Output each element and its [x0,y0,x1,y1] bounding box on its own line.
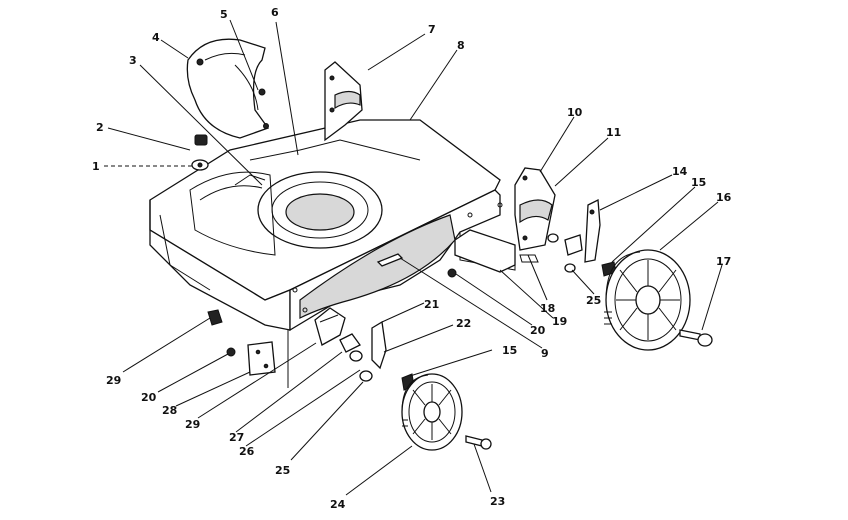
mower-deck [149,119,516,332]
callout-23: 23 [490,495,505,508]
callout-24: 24 [330,498,346,511]
callout-29-b: 29 [185,418,200,431]
callout-25-rear: 25 [586,294,601,307]
rear-wheel [604,249,691,351]
callout-28: 28 [162,404,177,417]
callout-11: 11 [606,126,621,139]
front-wheel [401,373,463,451]
callout-15-rear: 15 [691,176,706,189]
front-axle-bolt [465,435,492,450]
callout-2: 2 [96,121,104,134]
front-height-adjust-parts [207,307,415,391]
callout-3: 3 [129,54,137,67]
callout-25-front: 25 [275,464,290,477]
callout-22: 22 [456,317,471,330]
callout-4: 4 [152,31,160,44]
callout-9: 9 [541,347,549,360]
knob-and-washer [191,134,209,171]
rear-baffle-bracket [454,229,516,273]
callout-14: 14 [672,165,688,178]
callout-6: 6 [271,6,279,19]
callout-1: 1 [92,160,100,173]
rear-right-height-bracket [514,167,556,251]
callout-29-a: 29 [106,374,121,387]
rear-axle-bolt [679,329,713,347]
callout-16: 16 [716,191,732,204]
callout-15-front: 15 [502,344,517,357]
callout-7: 7 [428,23,436,36]
callout-20-rear: 20 [530,324,546,337]
callout-26: 26 [239,445,255,458]
leader-lines [104,19,723,496]
callout-27: 27 [229,431,244,444]
callout-10: 10 [567,106,583,119]
rear-lever-arm [584,198,601,263]
callout-19: 19 [552,315,567,328]
rear-height-adjust-bracket [324,61,363,142]
callout-18: 18 [540,302,555,315]
callout-17: 17 [716,255,731,268]
callout-5: 5 [220,8,228,21]
callout-labels: 1 2 3 4 5 6 7 8 10 11 14 15 16 17 18 25 … [92,6,732,511]
callout-21: 21 [424,298,439,311]
rear-axle-hardware [519,233,617,277]
callout-20-front: 20 [141,391,157,404]
callout-8: 8 [457,39,465,52]
